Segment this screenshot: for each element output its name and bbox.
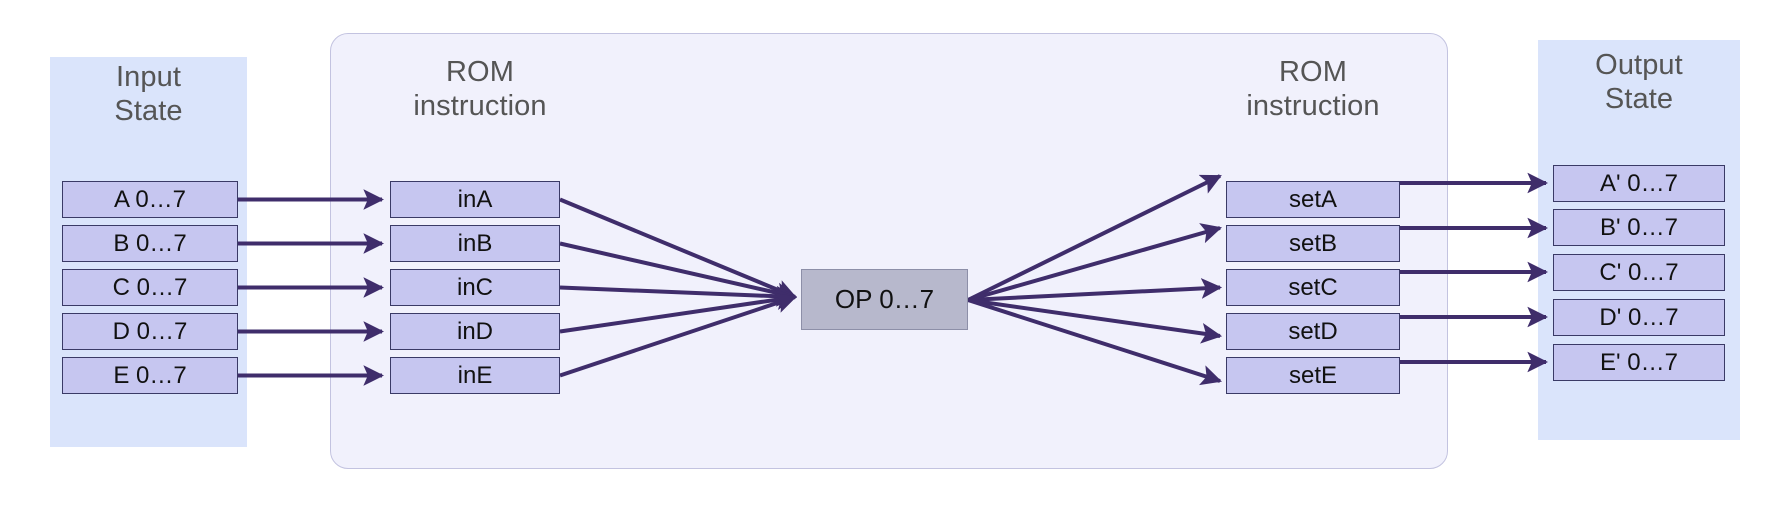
output-register-c[interactable]: C' 0…7 [1553,254,1725,291]
rom-slot-setb[interactable]: setB [1226,225,1400,262]
rom-slot-inc[interactable]: inC [390,269,560,306]
output-register-b[interactable]: B' 0…7 [1553,209,1725,246]
input-register-c[interactable]: C 0…7 [62,269,238,306]
rom-slot-setc[interactable]: setC [1226,269,1400,306]
input-register-e[interactable]: E 0…7 [62,357,238,394]
output-state-title: Output State [1595,49,1683,115]
rom-instruction-output-title: ROM instruction [1246,56,1380,122]
input-register-b[interactable]: B 0…7 [62,225,238,262]
rom-slot-ina[interactable]: inA [390,181,560,218]
rom-instruction-input-title: ROM instruction [413,56,547,122]
op-box[interactable]: OP 0…7 [801,269,968,330]
rom-slot-sete[interactable]: setE [1226,357,1400,394]
input-register-a[interactable]: A 0…7 [62,181,238,218]
input-register-d[interactable]: D 0…7 [62,313,238,350]
rom-slot-ine[interactable]: inE [390,357,560,394]
output-register-d[interactable]: D' 0…7 [1553,299,1725,336]
output-register-e[interactable]: E' 0…7 [1553,344,1725,381]
rom-slot-setd[interactable]: setD [1226,313,1400,350]
input-state-title: Input State [114,61,183,127]
output-register-a[interactable]: A' 0…7 [1553,165,1725,202]
rom-slot-inb[interactable]: inB [390,225,560,262]
rom-slot-ind[interactable]: inD [390,313,560,350]
rom-slot-seta[interactable]: setA [1226,181,1400,218]
